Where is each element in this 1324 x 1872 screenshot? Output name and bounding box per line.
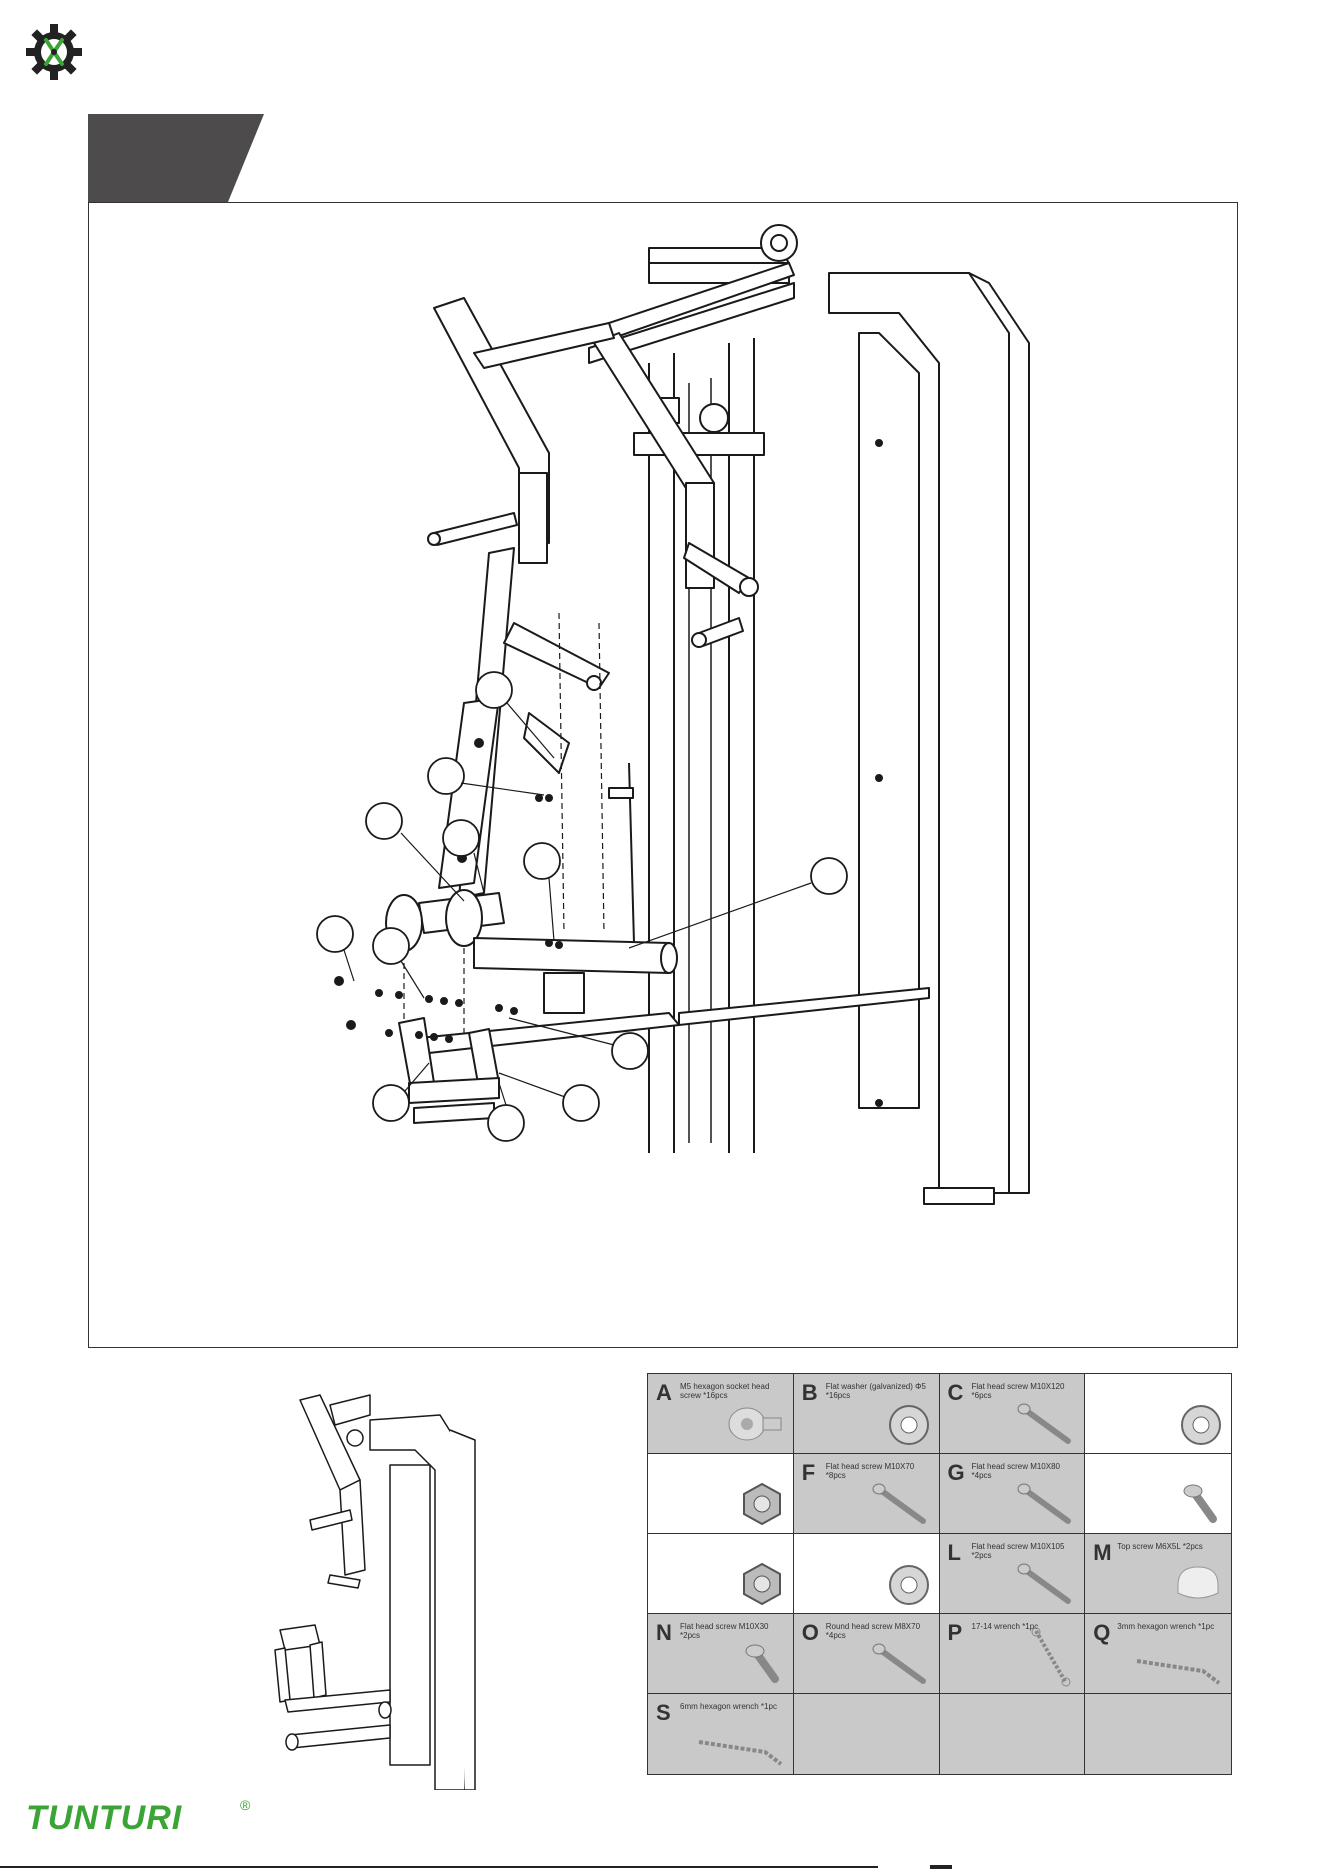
- washer-icon: [888, 1565, 929, 1605]
- short-screw-icon: [745, 1644, 779, 1683]
- part-letter: M: [1093, 1540, 1112, 1565]
- part-letter: F: [801, 1460, 816, 1485]
- part-letter: A: [656, 1380, 672, 1405]
- part-cell: B Flat washer (galvanized) Φ5 *16pcs: [793, 1374, 940, 1454]
- part-description: Flat head screw M10X120 *6pcs: [971, 1382, 1065, 1400]
- part-description: Flat head screw M10X70 *8pcs: [825, 1462, 915, 1480]
- part-description: Top screw M6X5L *2pcs: [1117, 1542, 1203, 1551]
- long-screw-icon: [872, 1483, 926, 1524]
- step-banner: [88, 114, 264, 202]
- callout-leaders: [343, 702, 812, 1106]
- part-letter: O: [801, 1620, 819, 1645]
- right-upright-frame: [828, 272, 1030, 1205]
- washer-icon: [888, 1405, 929, 1445]
- part-cell: [648, 1534, 794, 1614]
- logo-gear-icon: [26, 24, 82, 80]
- part-description: Flat head screw M10X80 *4pcs: [971, 1462, 1061, 1480]
- part-description: M5 hexagon socket head screw *16pcs: [680, 1382, 770, 1400]
- exploded-bolts: [334, 794, 563, 1043]
- long-screw-icon: [1017, 1403, 1072, 1444]
- part-letter: C: [947, 1380, 964, 1405]
- part-cell: A M5 hexagon socket head screw *16pcs: [648, 1374, 794, 1454]
- part-cell: [1085, 1454, 1231, 1534]
- part-description: Round head screw M8X70 *4pcs: [825, 1622, 921, 1640]
- part-cell: G Flat head screw M10X80 *4pcs: [939, 1454, 1086, 1534]
- footer-mark: [930, 1865, 952, 1869]
- assembly-diagram-frame: [88, 202, 1238, 1348]
- part-letter: G: [947, 1460, 965, 1485]
- part-letter: S: [656, 1700, 671, 1725]
- hex-key-icon: [1136, 1659, 1221, 1685]
- part-cell: [793, 1534, 940, 1614]
- part-cell: O Round head screw M8X70 *4pcs: [793, 1614, 940, 1694]
- part-description: Flat head screw M10X105 *2pcs: [971, 1542, 1065, 1560]
- part-cell: S 6mm hexagon wrench *1pc: [648, 1694, 794, 1774]
- part-cell: [1085, 1374, 1231, 1454]
- part-letter: B: [801, 1380, 818, 1405]
- hex-nut-icon: [742, 1482, 781, 1526]
- dashed-guides: [403, 612, 605, 1033]
- washer-icon: [1181, 1405, 1221, 1445]
- part-cell: P 17-14 wrench *1pc: [939, 1614, 1086, 1694]
- part-description: Flat head screw M10X30 *2pcs: [680, 1622, 769, 1640]
- part-letter: N: [656, 1620, 672, 1645]
- cap-icon: [1177, 1566, 1219, 1599]
- registered-mark: ®: [240, 1797, 251, 1813]
- wrench-icon: [1031, 1627, 1071, 1687]
- part-description: 6mm hexagon wrench *1pc: [680, 1702, 777, 1711]
- part-description: Flat washer (galvanized) Φ5 *16pcs: [825, 1382, 926, 1400]
- socket-screw-icon: [728, 1407, 782, 1441]
- part-cell: C Flat head screw M10X120 *6pcs: [939, 1374, 1086, 1454]
- hex-nut-icon: [742, 1562, 781, 1606]
- base-frame: [398, 987, 930, 1124]
- long-screw-icon: [1017, 1483, 1072, 1524]
- part-cell: F Flat head screw M10X70 *8pcs: [793, 1454, 940, 1534]
- part-cell: [793, 1694, 940, 1774]
- short-screw-icon: [1183, 1484, 1217, 1523]
- pivot-assembly: [385, 762, 678, 1014]
- left-arm-frame: [433, 297, 715, 589]
- long-screw-icon: [1017, 1563, 1072, 1604]
- footer-rule: [0, 1866, 878, 1868]
- brand-logo: TUNTURI: [26, 1799, 183, 1837]
- part-cell: N Flat head screw M10X30 *2pcs: [648, 1614, 794, 1694]
- part-letter: Q: [1093, 1620, 1111, 1645]
- top-crossbar: [588, 224, 798, 364]
- long-screw-icon: [872, 1643, 926, 1684]
- callout-circles: [316, 671, 848, 1142]
- parts-list-table: A M5 hexagon socket head screw *16pcs B Fla…: [647, 1373, 1232, 1775]
- overview-thumbnail: [274, 1394, 476, 1790]
- part-cell: [648, 1454, 794, 1534]
- part-description: 17-14 wrench *1pc: [971, 1622, 1039, 1631]
- part-cell: M Top screw M6X5L *2pcs: [1085, 1534, 1231, 1614]
- part-cell: [1085, 1694, 1231, 1774]
- part-letter: P: [947, 1620, 963, 1645]
- part-description: 3mm hexagon wrench *1pc: [1117, 1622, 1215, 1631]
- part-cell: [939, 1694, 1086, 1774]
- part-cell: L Flat head screw M10X105 *2pcs: [939, 1534, 1086, 1614]
- part-cell: Q 3mm hexagon wrench *1pc: [1085, 1614, 1231, 1694]
- hex-key-icon: [698, 1740, 782, 1766]
- handle-bars: [427, 512, 759, 648]
- assembly-drawing: [316, 224, 1030, 1205]
- part-letter: L: [947, 1540, 961, 1565]
